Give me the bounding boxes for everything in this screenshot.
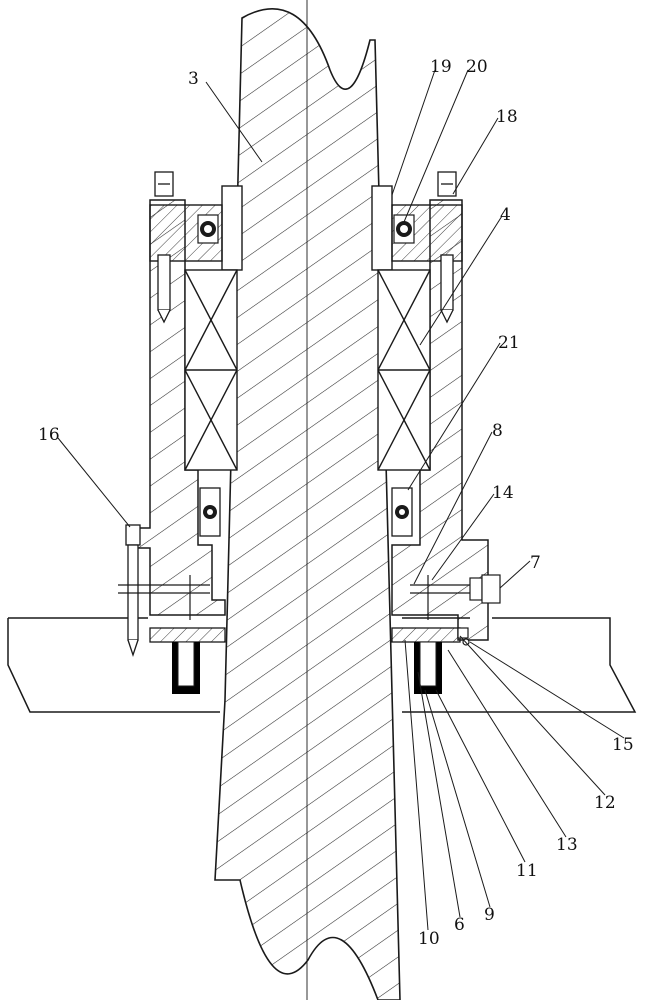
right-collar (371, 185, 393, 271)
part-labels: 3 19 20 18 4 21 16 8 14 7 15 12 13 11 9 … (38, 57, 634, 949)
label-11: 11 (516, 861, 538, 881)
label-18: 18 (496, 107, 518, 127)
label-3: 3 (188, 69, 199, 89)
right-bottom-seal-assembly (391, 627, 470, 694)
base-plate (7, 617, 637, 713)
left-horizontal-screw (118, 575, 210, 620)
label-4: 4 (500, 205, 511, 225)
label-10: 10 (418, 929, 440, 949)
right-lower-seal (391, 487, 413, 537)
label-7: 7 (530, 553, 541, 573)
shaft (214, 8, 401, 1000)
label-8: 8 (492, 421, 503, 441)
label-14: 14 (492, 483, 514, 503)
left-bearing (184, 269, 238, 471)
right-top-bolt (437, 171, 457, 324)
left-top-bolt (154, 171, 174, 324)
left-side-bolt (125, 524, 141, 658)
label-12: 12 (594, 793, 616, 813)
label-19: 19 (430, 57, 452, 77)
label-21: 21 (498, 333, 520, 353)
label-16: 16 (38, 425, 60, 445)
label-9: 9 (484, 905, 495, 925)
left-gland-plate (149, 204, 223, 262)
left-bottom-seal-assembly (149, 627, 226, 694)
label-6: 6 (454, 915, 465, 935)
left-collar (221, 185, 243, 271)
left-lower-seal (199, 487, 221, 537)
label-20: 20 (466, 57, 488, 77)
right-horizontal-screw (410, 574, 501, 620)
label-13: 13 (556, 835, 578, 855)
label-15: 15 (612, 735, 634, 755)
right-bearing (377, 269, 431, 471)
right-gland-plate (391, 204, 463, 262)
leader-lines (57, 69, 625, 931)
